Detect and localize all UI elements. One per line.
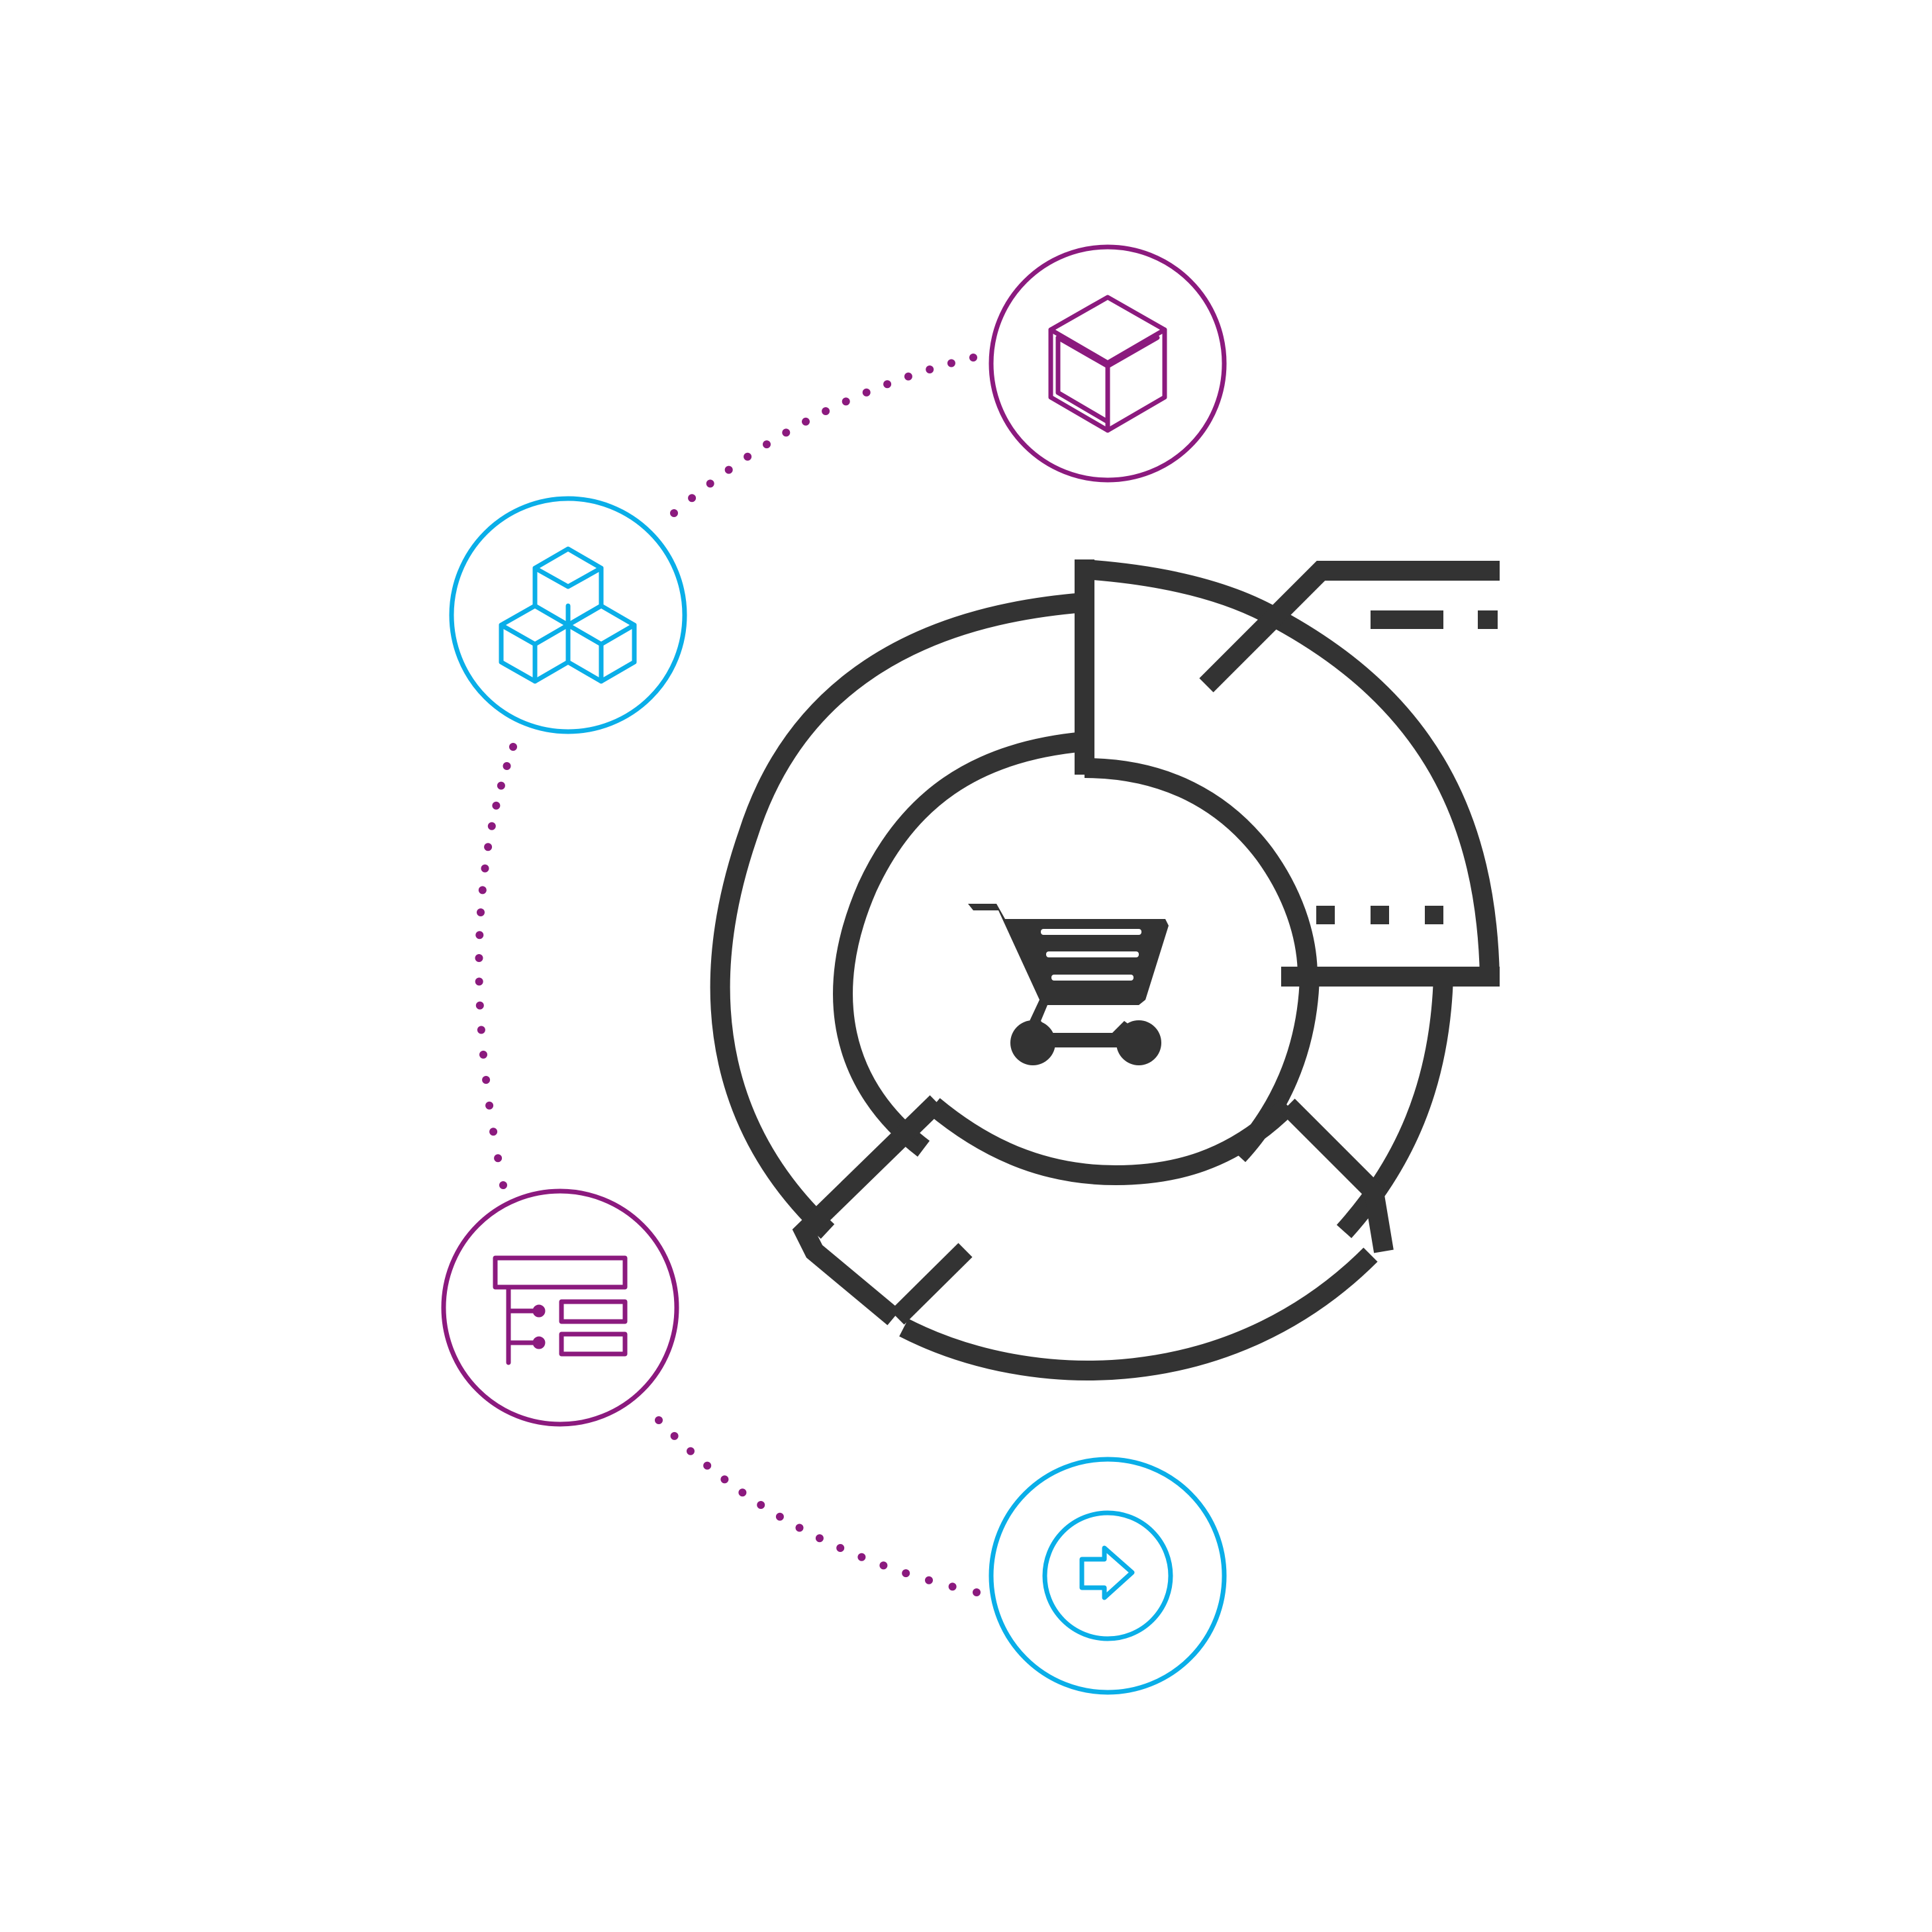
connector-dot [822, 407, 830, 415]
divider-bottom-right [1280, 1098, 1394, 1253]
connector-dot [926, 365, 934, 373]
connector-dot [485, 1101, 494, 1110]
connector-dot [724, 465, 733, 474]
connector-dot [802, 417, 810, 426]
connector-dot [487, 822, 496, 830]
connector-dot [782, 428, 791, 437]
blocks-icon [499, 546, 637, 684]
outer-ring-top-right-arc [1083, 559, 1500, 977]
connector-dot [757, 1501, 765, 1509]
dash-dot-3 [1425, 906, 1443, 924]
connector-dot [969, 354, 977, 362]
connector-dot [687, 1447, 695, 1455]
shopping-cart-icon [968, 904, 1169, 1065]
divider-bottom-left [792, 1095, 944, 1326]
connector-dot [670, 1431, 679, 1440]
connector-dot [482, 1076, 491, 1084]
box-icon [1048, 295, 1167, 433]
connector-dot [947, 359, 955, 367]
connector-dot [857, 1553, 866, 1561]
connector-dot [738, 1488, 747, 1497]
connector-dot [720, 1475, 729, 1484]
connector-dot [815, 1534, 824, 1543]
icon-node-blocks [449, 496, 687, 734]
inner-ring-left-arc [833, 732, 1086, 1157]
pointer-top-right [1199, 561, 1500, 693]
connector-dot [477, 1026, 485, 1034]
connector-dot [492, 801, 501, 810]
connector-dot [904, 372, 912, 381]
connector-dot [688, 494, 697, 503]
connector-dot [973, 1588, 981, 1596]
connector-dot [795, 1523, 804, 1532]
outer-ring-bottom-arc [899, 1247, 1378, 1380]
dash-dot-2 [1371, 906, 1389, 924]
connector-dot [475, 931, 484, 940]
connector-dot [706, 479, 714, 488]
connector-dot [703, 1461, 712, 1470]
divider-bottom-stub [890, 1243, 973, 1325]
connector-dot [655, 1416, 663, 1424]
connector-dot [497, 781, 505, 790]
icon-node-hierarchy [441, 1188, 679, 1427]
dash-bar-long [1371, 610, 1443, 629]
connector-dot [481, 864, 489, 873]
inner-ring-top-right-arc [1084, 758, 1318, 977]
connector-dot [775, 1512, 784, 1521]
connector-dot [948, 1582, 957, 1591]
connector-dot [744, 452, 752, 461]
dash-dot-1 [1316, 906, 1335, 924]
connector-dot [883, 380, 892, 389]
connector-dot [503, 762, 511, 770]
inner-ring-bottom-arc [927, 1098, 1295, 1186]
connector-dot [475, 1001, 484, 1010]
connector-dot [902, 1569, 910, 1578]
connector-dot [475, 954, 483, 962]
connector-dot [879, 1561, 888, 1570]
connector-dot [925, 1576, 933, 1584]
exit-arrow-icon [1079, 1545, 1135, 1600]
connector-dot [842, 397, 850, 406]
connector-dot [836, 1544, 845, 1552]
connector-dot [494, 1154, 503, 1163]
connector-dot [763, 440, 771, 449]
connector-dot [484, 843, 493, 851]
icon-node-exit [989, 1457, 1227, 1695]
connector-dot [489, 1128, 498, 1136]
outer-ring-left-arc [710, 593, 1086, 1239]
connector-dot [499, 1181, 507, 1189]
connector-dot [670, 509, 678, 517]
dash-bar-short [1478, 610, 1498, 629]
connector-dot [477, 908, 485, 916]
segmented-donut [710, 559, 1500, 1380]
outer-ring-right-arc [1336, 976, 1453, 1239]
hierarchy-icon [493, 1255, 628, 1365]
dotted-connectors [475, 354, 981, 1596]
connector-dot [479, 1050, 487, 1059]
connector-dot [509, 743, 517, 751]
icon-node-box [989, 244, 1227, 483]
connector-dot [475, 977, 483, 986]
connector-dot [862, 388, 871, 397]
connector-dot [478, 886, 487, 894]
